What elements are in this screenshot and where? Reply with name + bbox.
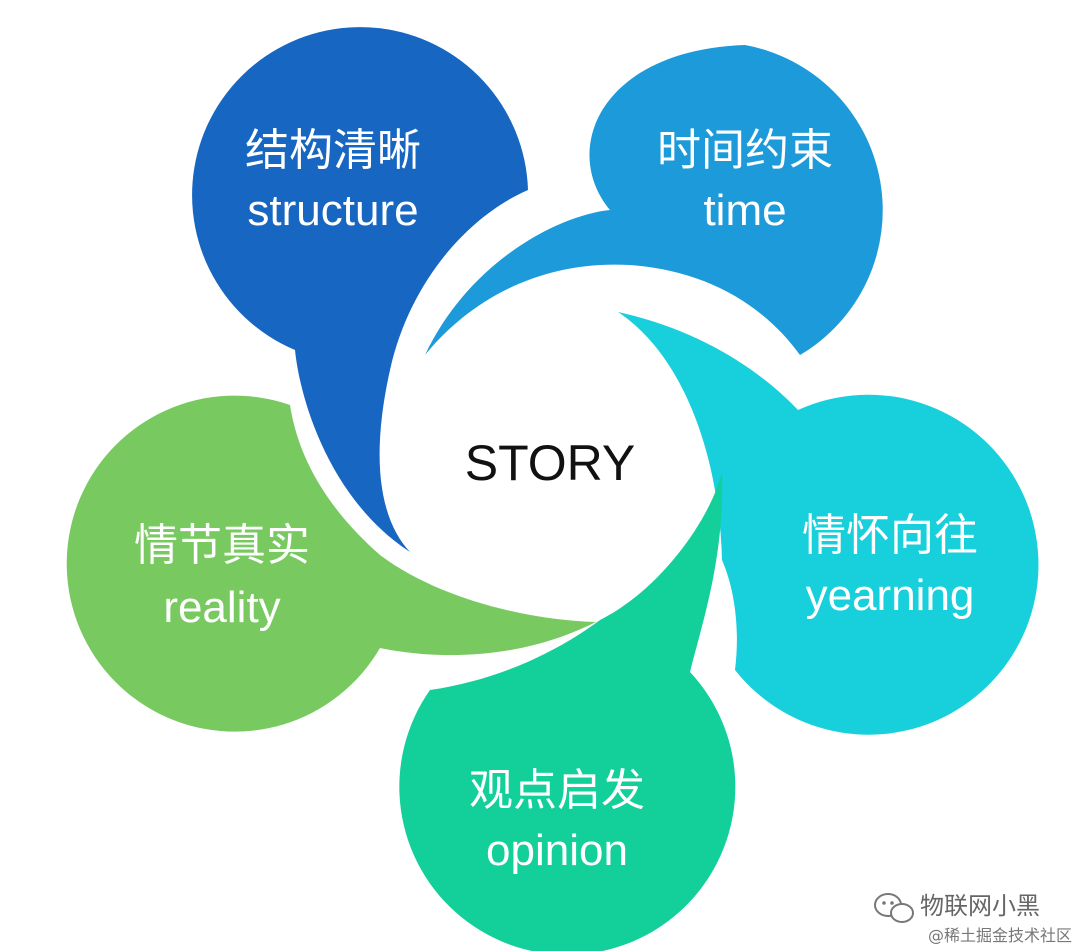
center-label: STORY xyxy=(465,435,635,491)
petal-structure-cn: 结构清晰 xyxy=(245,125,421,176)
petal-reality-en: reality xyxy=(163,583,280,632)
petal-yearning-shape xyxy=(618,312,1039,735)
petal-opinion: 观点启发 opinion xyxy=(399,472,736,951)
petal-time-en: time xyxy=(703,186,786,235)
petal-time-shape xyxy=(425,45,883,355)
watermark-account: 物联网小黑 xyxy=(920,892,1040,920)
petal-yearning-cn: 情怀向往 xyxy=(802,510,978,561)
petal-time-cn: 时间约束 xyxy=(657,125,833,176)
petal-structure-shape xyxy=(192,27,528,552)
petal-reality-shape xyxy=(66,395,597,732)
watermark-site: @稀土掘金技术社区 xyxy=(928,926,1072,945)
petal-structure-en: structure xyxy=(247,186,418,235)
petal-yearning-en: yearning xyxy=(806,571,975,620)
petal-yearning: 情怀向往 yearning xyxy=(618,312,1039,735)
petal-reality-cn: 情节真实 xyxy=(134,520,310,571)
petal-opinion-en: opinion xyxy=(486,826,628,875)
petal-opinion-shape xyxy=(399,472,736,951)
watermark: 物联网小黑 @稀土掘金技术社区 xyxy=(874,892,1072,945)
petal-opinion-cn: 观点启发 xyxy=(469,765,645,816)
petal-structure: 结构清晰 structure xyxy=(192,27,528,552)
petal-time: 时间约束 time xyxy=(425,45,883,355)
wechat-icon xyxy=(874,893,914,923)
petal-reality: 情节真实 reality xyxy=(66,395,597,732)
